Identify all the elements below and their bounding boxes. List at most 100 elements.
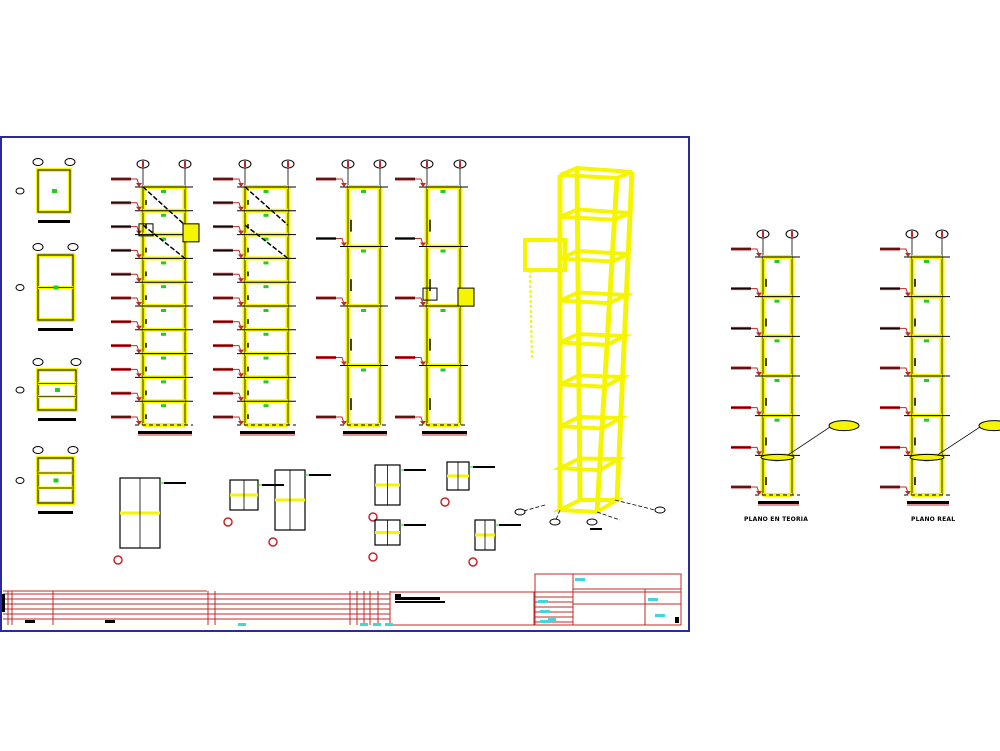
annotation-mark (52, 189, 57, 193)
isometric-tower-view (514, 165, 666, 530)
elevation-view-2 (213, 159, 296, 436)
axis-bubble (32, 358, 44, 366)
detail-number-bubble (368, 512, 378, 522)
axis-bubble (549, 518, 561, 526)
sheet-info-box (534, 573, 682, 626)
elevation-view-1 (111, 159, 200, 436)
sheet-number (675, 617, 679, 623)
sheet-border (0, 136, 690, 632)
detail-number-bubble (468, 557, 478, 567)
elevation-view-3 (316, 159, 388, 436)
level-marker-arrow (341, 361, 347, 366)
tower-bracing-level (559, 414, 629, 431)
annotation-mark (440, 368, 446, 372)
connection-detail-1 (223, 479, 284, 527)
axis-line (596, 511, 621, 521)
annotation-mark (774, 299, 780, 303)
elevation-plan-real (880, 229, 1000, 506)
label-plan-real: PLANO REAL (911, 516, 956, 523)
level-marker-arrow (136, 206, 142, 211)
level-marker-arrow (905, 451, 911, 456)
plan-view-4 (15, 446, 79, 514)
level-marker-arrow (905, 372, 911, 376)
level-marker-arrow (238, 373, 244, 378)
detail-leader-text (404, 524, 426, 526)
level-marker-arrow (341, 242, 347, 247)
level-marker-arrow (905, 332, 911, 337)
axis-line (614, 499, 656, 511)
label-plan-theory: PLANO EN TEORIA (744, 516, 809, 523)
detail-callout-bubble (978, 420, 1000, 432)
annotation-mark (440, 309, 446, 312)
annotation-mark (161, 285, 166, 289)
tower-bracing-level (559, 331, 633, 348)
title-block-text (385, 623, 393, 626)
title-block-text (540, 610, 550, 613)
diagonal-brace (142, 186, 186, 226)
level-marker-arrow (238, 278, 244, 283)
detail-leader-text (499, 524, 521, 526)
title-block-text (373, 623, 381, 626)
annotation-mark (263, 404, 269, 408)
level-marker-arrow (238, 349, 244, 354)
annotation-mark (361, 368, 366, 372)
annotation-mark (361, 249, 366, 253)
annotation-mark (774, 379, 780, 382)
level-marker-arrow (420, 421, 426, 425)
axis-bubble (15, 386, 25, 394)
detail-number-bubble (368, 552, 378, 562)
view-title-bar (240, 431, 295, 434)
platform-detail (457, 287, 475, 307)
level-marker-arrow (905, 411, 911, 416)
title-block-text (105, 620, 115, 623)
level-marker-arrow (136, 397, 142, 402)
level-marker-arrow (136, 183, 142, 187)
platform-detail (138, 223, 154, 237)
level-marker-arrow (238, 397, 244, 402)
annotation-mark (263, 190, 269, 193)
detail-leader-text (473, 466, 495, 468)
annotation-mark (263, 309, 269, 312)
axis-line (554, 509, 561, 523)
annotation-mark (440, 249, 446, 253)
view-title-bar (38, 328, 73, 331)
project-name-text (395, 597, 440, 600)
annotation-mark (161, 213, 166, 217)
annotation-mark (774, 418, 780, 422)
axis-bubble (15, 284, 25, 291)
view-title-bar (907, 501, 949, 504)
diagonal-brace (244, 224, 289, 259)
axis-bubble (32, 158, 44, 166)
annotation-mark (924, 418, 929, 422)
detail-callout-leader (936, 425, 983, 456)
title-block-marker (2, 594, 5, 612)
tower-platform (523, 238, 567, 272)
axis-bubble (32, 243, 44, 251)
annotation-mark (440, 190, 446, 193)
level-marker-arrow (136, 373, 142, 378)
level-marker-arrow (238, 230, 244, 235)
project-name-text (395, 594, 401, 598)
connection-detail-3 (368, 464, 426, 522)
level-marker-arrow (756, 411, 762, 416)
annotation-mark (263, 332, 269, 336)
platform-detail (182, 223, 200, 243)
title-block-text (238, 623, 246, 626)
annotation-mark (161, 356, 166, 360)
level-marker-arrow (756, 332, 762, 337)
view-title-bar (38, 220, 70, 223)
level-marker-arrow (341, 421, 347, 425)
level-marker-arrow (905, 253, 911, 257)
connection-detail-6 (468, 519, 521, 567)
connection-detail-5 (440, 461, 495, 507)
annotation-mark (55, 388, 60, 392)
plan-view-1 (15, 158, 76, 223)
level-marker-arrow (238, 421, 244, 425)
annotation-mark (263, 285, 269, 289)
axis-bubble (64, 158, 76, 166)
diagonal-brace (244, 186, 289, 226)
axis-bubble (67, 243, 79, 251)
tower-ladder (529, 269, 533, 361)
detail-leader-text (262, 484, 284, 486)
